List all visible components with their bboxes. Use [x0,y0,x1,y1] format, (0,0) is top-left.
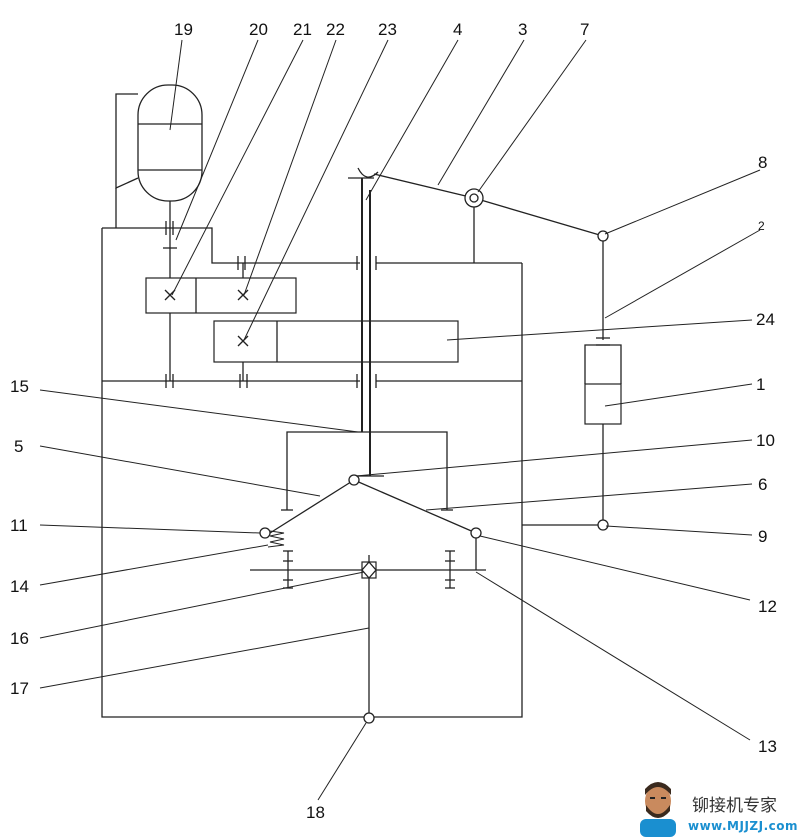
gearboxes [145,277,459,363]
main-frame [101,227,603,718]
label-23: 23 [378,20,397,39]
label-2: 2 [758,219,765,233]
cylinder-1 [584,230,622,531]
label-18: 18 [306,803,325,822]
watermark-url: www.MJJZJ.com [688,819,799,833]
label-15: 15 [10,377,29,396]
label-8: 8 [758,153,767,172]
label-4: 4 [453,20,462,39]
label-19: 19 [174,20,193,39]
label-10: 10 [756,431,775,450]
part-labels: 19 20 21 22 23 4 3 7 8 2 24 1 10 6 9 12 … [10,20,777,822]
lower-shaft [250,550,486,724]
label-21: 21 [293,20,312,39]
label-17: 17 [10,679,29,698]
label-7: 7 [580,20,589,39]
label-9: 9 [758,527,767,546]
label-12: 12 [758,597,777,616]
watermark-title: 铆接机专家 [692,796,777,816]
bracket-15 [281,431,453,511]
lever-3 [373,173,604,263]
label-6: 6 [758,475,767,494]
label-1: 1 [756,375,765,394]
label-13: 13 [758,737,777,756]
leader-lines [39,39,761,801]
label-14: 14 [10,577,29,596]
label-22: 22 [326,20,345,39]
avatar-icon [640,782,676,837]
label-20: 20 [249,20,268,39]
spindle-4 [348,167,379,476]
label-24: 24 [756,310,775,329]
tank-19 [115,84,203,228]
watermark-logo: 铆接机专家 www.MJJZJ.com [630,775,800,837]
label-11: 11 [10,516,28,535]
toggle-linkage [259,474,482,570]
label-3: 3 [518,20,527,39]
label-16: 16 [10,629,29,648]
label-5: 5 [14,437,23,456]
couplings [163,221,248,388]
